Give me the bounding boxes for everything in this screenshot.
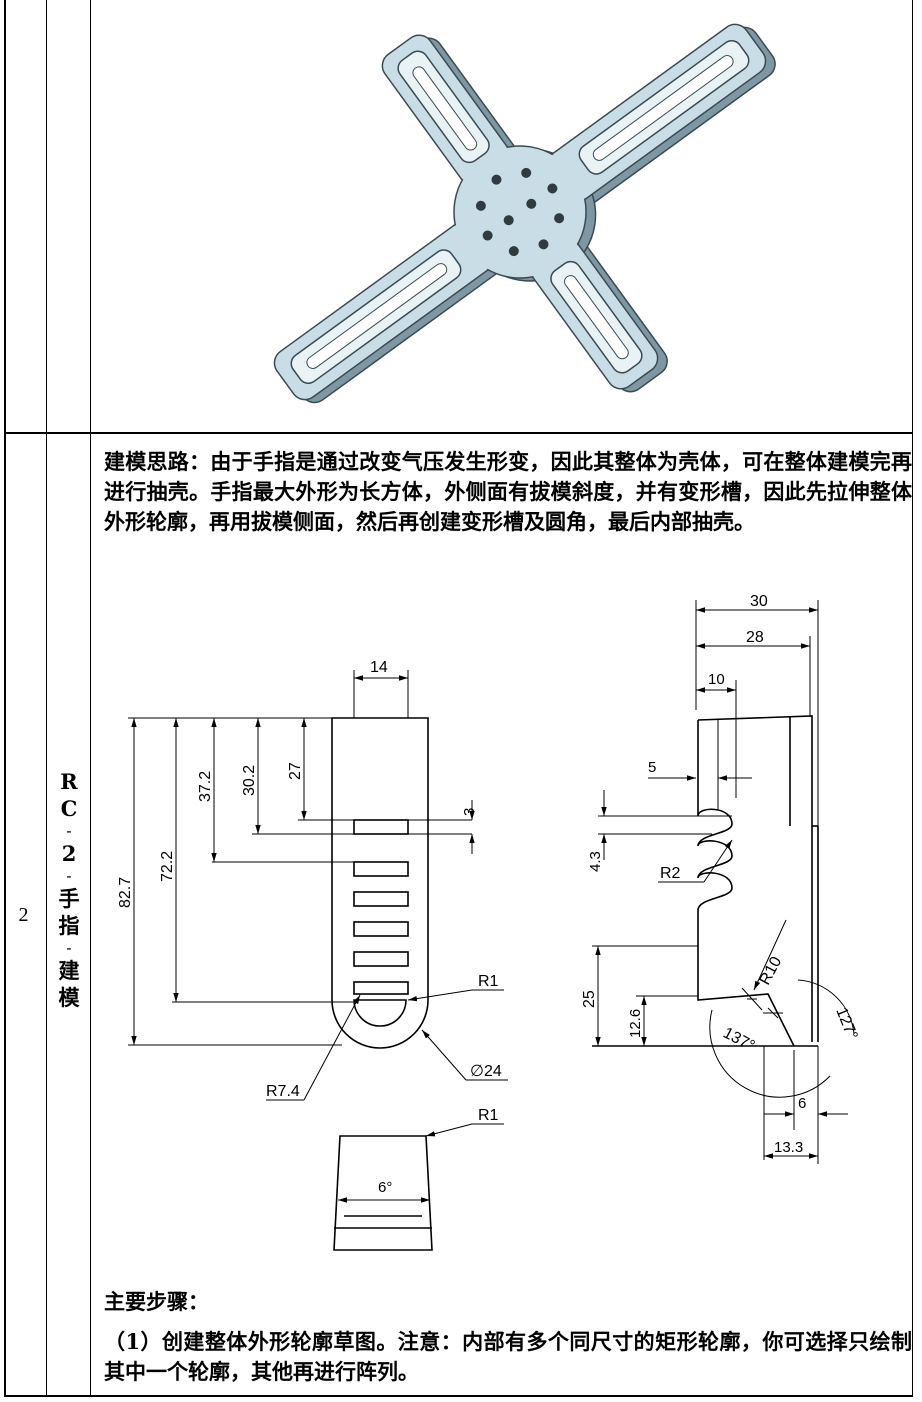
front-view: 14 82.7 72.2 37.2 30.2 27 3 R1 R7.4 ∅24 (117, 659, 508, 1101)
dim-27: 27 (287, 762, 304, 780)
dim-25: 25 (581, 990, 598, 1008)
cross-model-image (273, 23, 776, 404)
dim-28: 28 (746, 629, 764, 646)
dim-bottom-r1: R1 (478, 1107, 499, 1124)
dim-front-width: 14 (370, 659, 388, 676)
side-view: 30 28 10 5 4.3 R2 25 12.6 (581, 593, 860, 1164)
dim-r10: R10 (757, 954, 786, 988)
dim-127-deg: 127° (832, 1005, 860, 1042)
dim-72-2: 72.2 (159, 851, 176, 882)
row-label-char: - (66, 938, 72, 957)
dim-137-deg: 137° (720, 1025, 757, 1056)
table-border-bottom (4, 1395, 913, 1397)
row-label-char: - (66, 821, 72, 840)
dim-front-r1: R1 (478, 973, 499, 990)
table-col-divider-2 (90, 0, 91, 1397)
dim-37-2: 37.2 (197, 771, 214, 802)
modeling-idea-text: 建模思路：由于手指是通过改变气压发生形变，因此其整体为壳体，可在整体建模完再进行… (104, 449, 912, 534)
row-label-char: C (60, 796, 78, 821)
dim-13-3: 13.3 (774, 1139, 803, 1156)
dim-r2: R2 (660, 865, 681, 882)
row-label-char: R (60, 769, 78, 794)
table-col-divider-1 (46, 0, 47, 1397)
main-steps-title: 主要步骤： (104, 1289, 209, 1314)
dim-6-deg: 6° (378, 1179, 392, 1196)
row-label-char: 2 (61, 841, 77, 866)
table-border-left (4, 0, 6, 1397)
row-label-char: - (66, 866, 72, 885)
dim-4-3: 4.3 (587, 851, 604, 872)
step-1-text: （1）创建整体外形轮廓草图。注意：内部有多个同尺寸的矩形轮廓，你可选择只绘制其中… (104, 1329, 912, 1384)
row-label-char: 模 (58, 985, 80, 1010)
dim-12-6: 12.6 (627, 1009, 644, 1038)
dim-82-7: 82.7 (117, 877, 134, 908)
dim-6: 6 (798, 1095, 806, 1112)
row-label-char: 手 (58, 886, 80, 911)
row-number: 2 (18, 904, 29, 926)
dim-5: 5 (648, 759, 656, 776)
bottom-view: R1 6° (333, 1107, 504, 1251)
dim-dia-24: ∅24 (470, 1063, 502, 1080)
dim-30-2: 30.2 (241, 765, 258, 796)
table-row-divider (4, 432, 913, 434)
dim-30: 30 (750, 593, 768, 610)
row-label-char: 建 (58, 958, 80, 983)
dim-10: 10 (708, 671, 725, 688)
table-border-right (912, 0, 913, 1397)
dim-3: 3 (461, 808, 478, 816)
engineering-drawing: 14 82.7 72.2 37.2 30.2 27 3 R1 R7.4 ∅24 (117, 593, 860, 1251)
dim-r7-4: R7.4 (266, 1083, 300, 1100)
row-label-char: 指 (58, 913, 80, 938)
